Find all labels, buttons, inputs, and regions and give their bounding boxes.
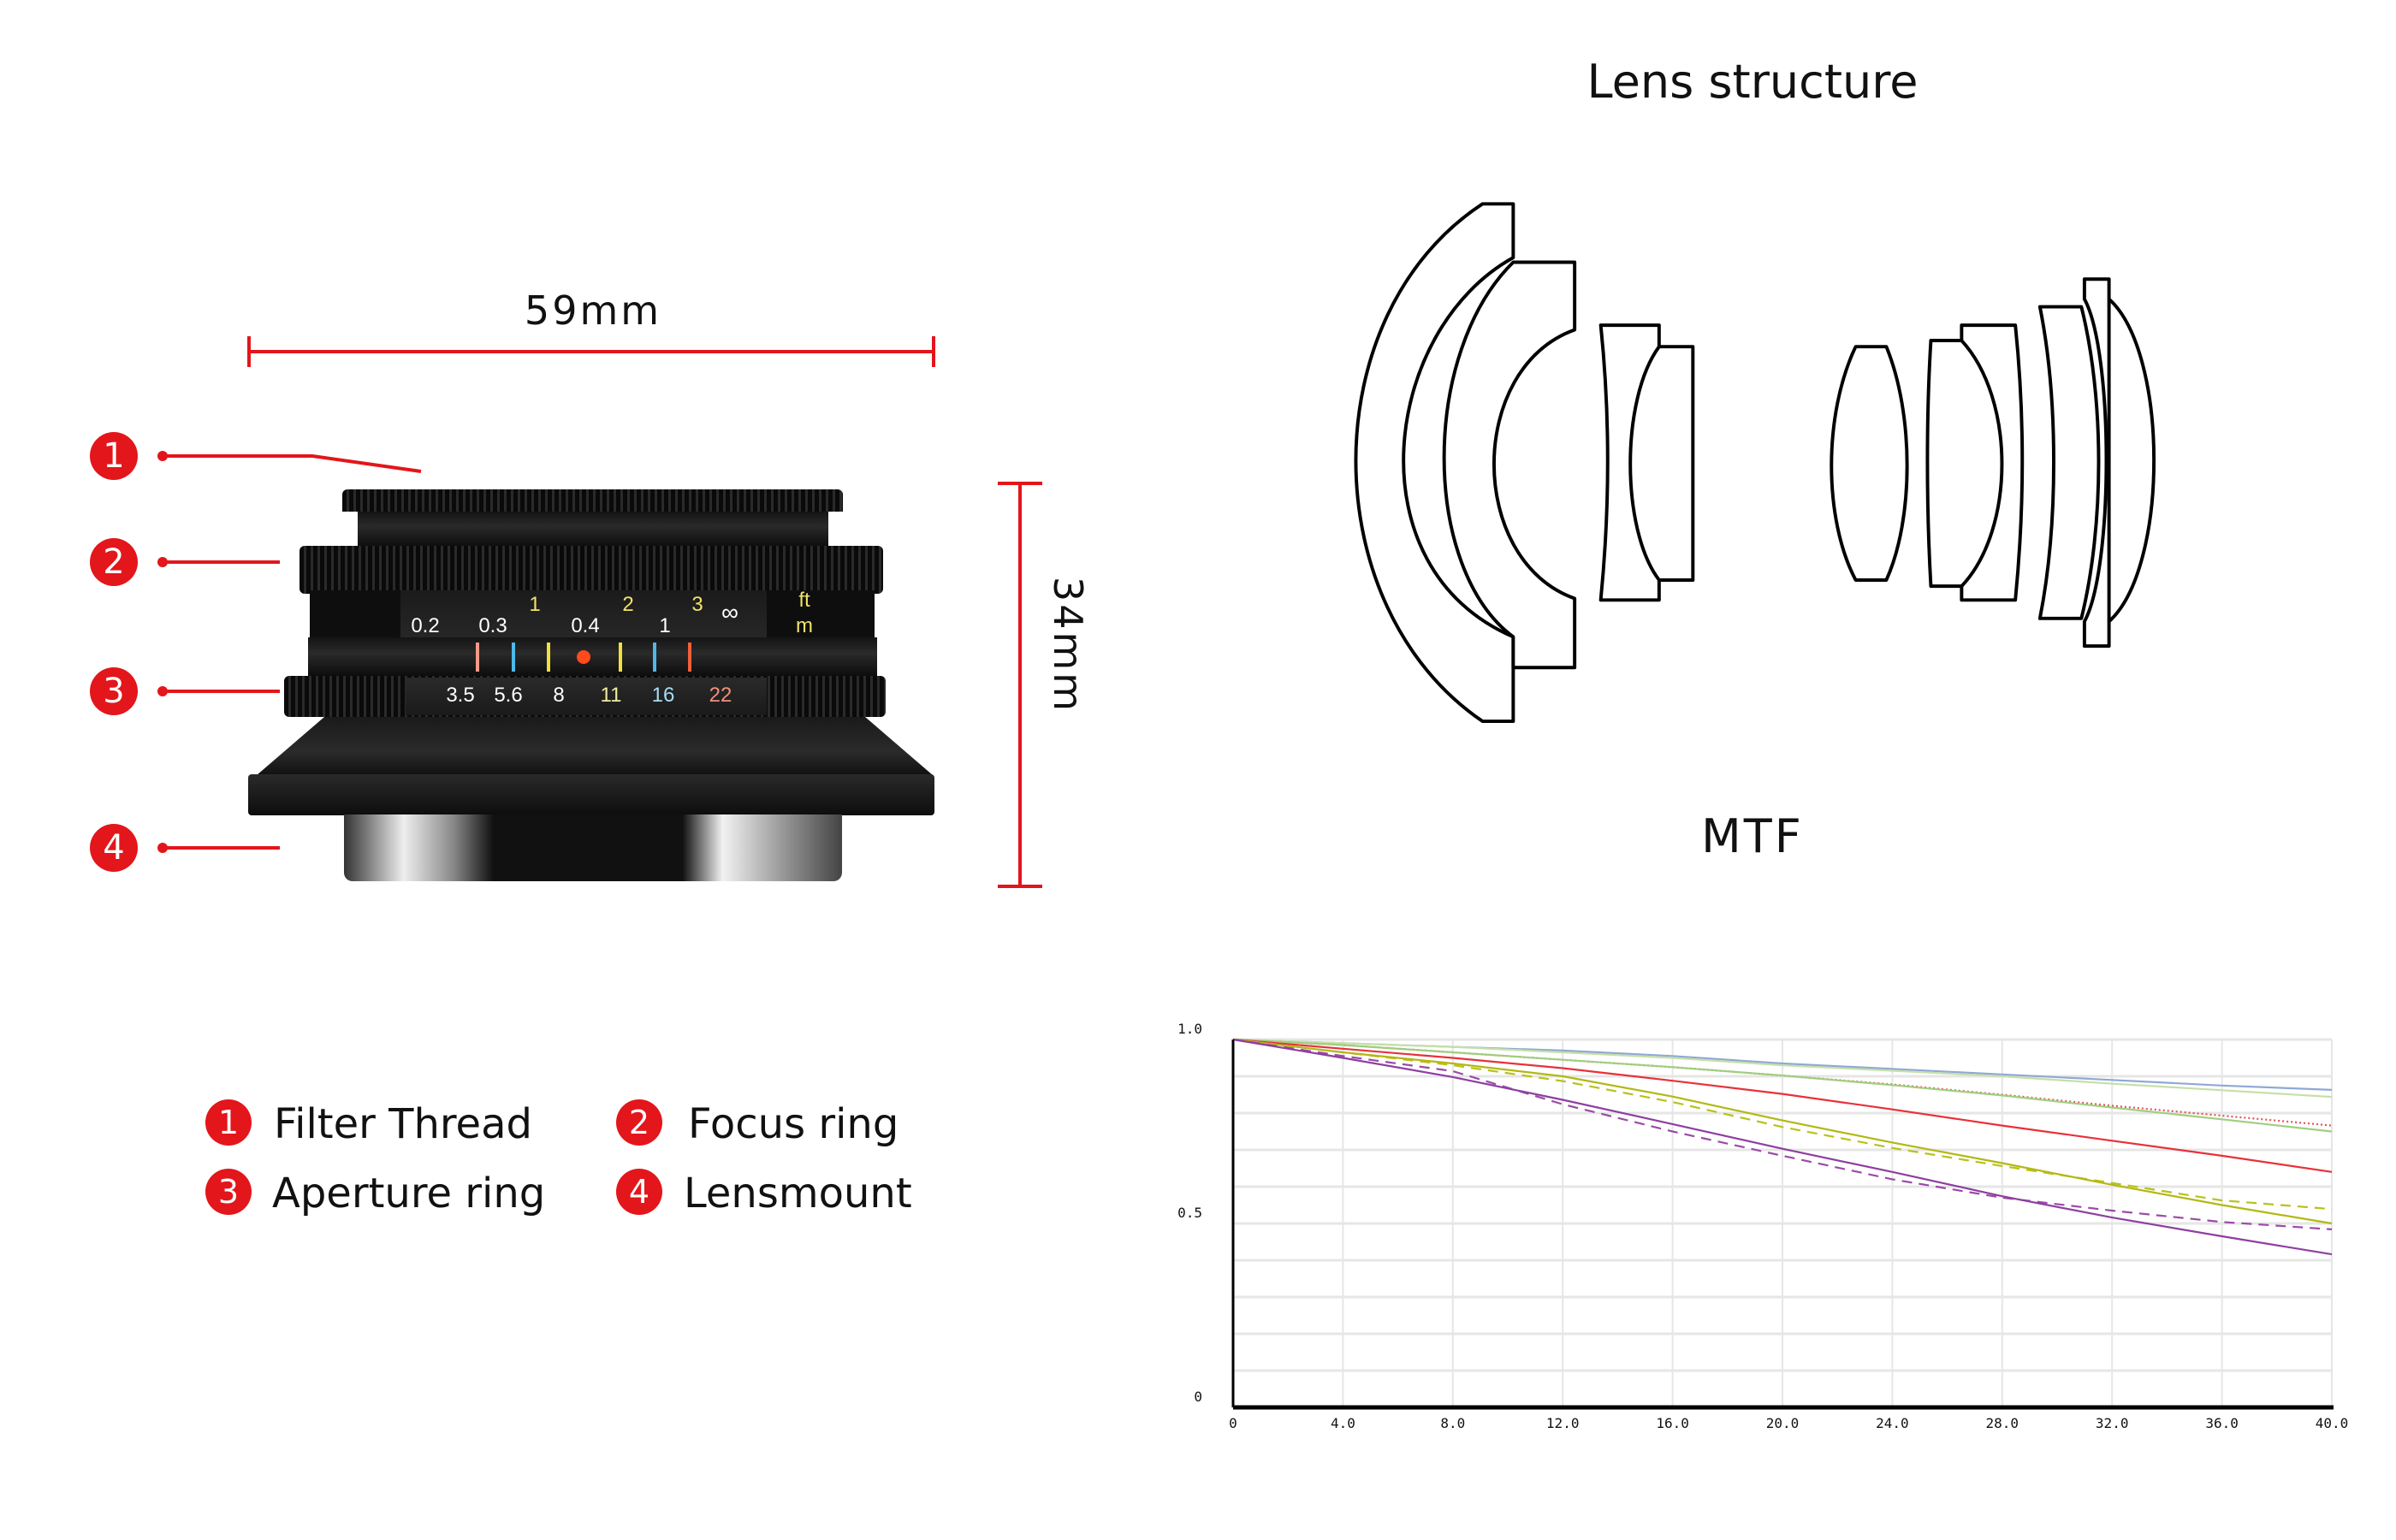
aperture-scale-window (406, 678, 767, 715)
mtf-title: MTF (1701, 809, 1804, 863)
mtf-x-tick-label: 16.0 (1656, 1415, 1689, 1431)
mtf-series-yellow-dashed (1232, 1038, 2333, 1211)
distance-m-label: 0.3 (478, 614, 507, 637)
lens-body-flare (257, 717, 933, 775)
height-line-tick (998, 885, 1042, 888)
dof-mark (653, 643, 656, 672)
mtf-series-purple-dashed (1232, 1038, 2333, 1230)
mtf-series-purple-solid (1232, 1038, 2333, 1256)
dof-mark (688, 643, 691, 672)
lens-element-7 (2082, 277, 2156, 649)
width-line-tick (932, 336, 935, 367)
aperture-label: 3.5 (446, 684, 475, 707)
aperture-label: 16 (651, 684, 675, 707)
mtf-series-lightgreen-solid (1232, 1038, 2333, 1099)
aperture-label: 5.6 (494, 684, 523, 707)
mtf-y-tick-label: 0.5 (1177, 1205, 1202, 1221)
unit-ft-label: ft (798, 589, 810, 612)
lens-barrel-top (358, 512, 828, 548)
unit-m-label: m (796, 614, 813, 637)
callout-2-line (163, 560, 280, 564)
mtf-x-tick-label: 32.0 (2095, 1415, 2129, 1431)
mtf-x-tick-label: 4.0 (1330, 1415, 1355, 1431)
distance-scale-window (400, 590, 767, 637)
distance-m-label: 1 (659, 614, 671, 637)
distance-m-label: 0.2 (411, 614, 440, 637)
index-band (308, 637, 877, 677)
callout-3: 3 (90, 667, 138, 715)
mtf-x-tick-label: 24.0 (1876, 1415, 1909, 1431)
dof-mark (512, 643, 515, 672)
legend-num: 4 (616, 1169, 662, 1215)
lens-structure-title: Lens structure (1586, 55, 1919, 109)
mtf-y-tick-label: 0 (1194, 1389, 1202, 1405)
lens-element-1 (1354, 202, 1515, 724)
index-dot (577, 650, 590, 664)
dof-mark (547, 643, 550, 672)
legend-label-lensmount: Lensmount (684, 1170, 912, 1217)
height-line (1018, 483, 1022, 887)
focus-ring (300, 546, 883, 594)
mtf-series-red-solid (1232, 1038, 2333, 1173)
lens-element-3 (1598, 323, 1695, 602)
lens-base-ring (248, 774, 934, 815)
lens-element-4 (1830, 345, 1909, 582)
distance-ft-label: 2 (622, 593, 634, 616)
aperture-label: 8 (553, 684, 565, 707)
distance-infinity-label: ∞ (721, 599, 738, 625)
distance-ft-label: 1 (529, 593, 541, 616)
dof-mark (619, 643, 622, 672)
mtf-x-tick-label: 40.0 (2315, 1415, 2349, 1431)
distance-m-label: 0.4 (571, 614, 600, 637)
callout-4-line (163, 846, 280, 850)
lens-element-6 (2037, 305, 2101, 620)
filter-thread-ring (342, 489, 843, 512)
legend-num: 1 (205, 1099, 252, 1146)
callout-1-line (163, 454, 422, 473)
callout-1: 1 (90, 432, 138, 480)
legend-label-aperture-ring: Aperture ring (272, 1170, 546, 1217)
aperture-label: 11 (600, 684, 622, 707)
callout-3-line (163, 690, 280, 693)
callout-4: 4 (90, 824, 138, 872)
distance-ft-label: 3 (691, 593, 703, 616)
lens-element-2 (1442, 260, 1577, 670)
legend-num: 3 (205, 1169, 252, 1215)
width-line (249, 350, 934, 353)
legend-num: 2 (616, 1099, 662, 1146)
mtf-x-tick-label: 28.0 (1985, 1415, 2019, 1431)
mtf-y-tick-label: 1.0 (1177, 1021, 1202, 1037)
mtf-x-tick-label: 8.0 (1440, 1415, 1466, 1431)
legend-label-filter-thread: Filter Thread (274, 1100, 532, 1148)
mtf-x-tick-label: 36.0 (2205, 1415, 2239, 1431)
height-line-tick (998, 482, 1042, 485)
lens-element-5 (1925, 323, 2025, 602)
width-line-tick (247, 336, 251, 367)
mtf-x-tick-label: 0 (1229, 1415, 1237, 1431)
legend-label-focus-ring: Focus ring (688, 1100, 899, 1148)
dof-mark (476, 643, 479, 672)
mtf-x-tick-label: 12.0 (1545, 1415, 1580, 1431)
mtf-x-tick-label: 20.0 (1765, 1415, 1800, 1431)
lens-structure-diagram (1354, 202, 2156, 724)
callout-2: 2 (90, 538, 138, 586)
aperture-label: 22 (709, 684, 732, 707)
mtf-series-yellow-solid (1232, 1038, 2333, 1225)
lens-mount (344, 814, 842, 881)
width-label: 59mm (524, 287, 662, 334)
mtf-series-green-solid (1232, 1038, 2333, 1133)
